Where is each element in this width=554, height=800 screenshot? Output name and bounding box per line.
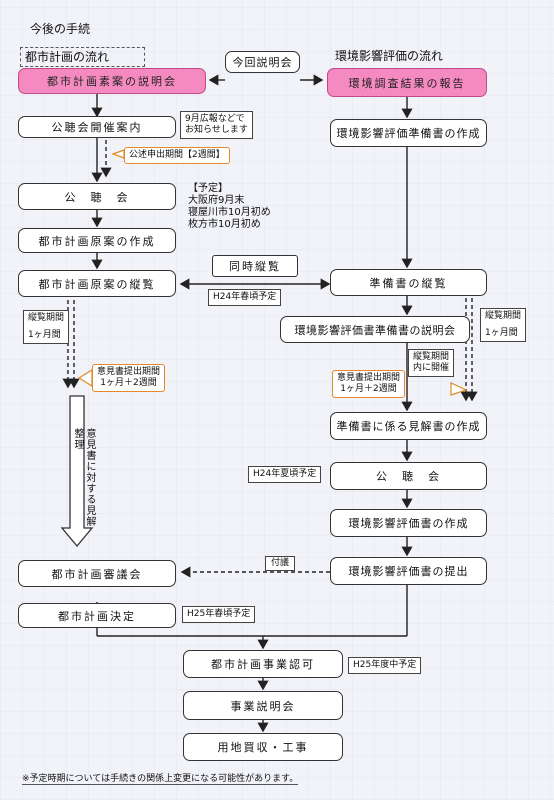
note-september: 9月広報などでお知らせします (180, 111, 253, 139)
left-box-draft-briefing: 都市計画素案の説明会 (18, 68, 206, 94)
right-box-opinion-creation: 準備書に係る見解書の作成 (330, 412, 487, 440)
right-flow-header: 環境影響評価の流れ (335, 49, 444, 63)
left-box-hearing-notice: 公聴会開催案内 (18, 116, 176, 138)
right-box-assessment-creation: 環境影響評価書の作成 (330, 509, 487, 537)
note-h25-midyear: H25年度中予定 (348, 657, 422, 674)
note-right-inner: 縦覧期間内に開催 (408, 349, 455, 377)
left-box-planning-council: 都市計画審議会 (18, 560, 176, 587)
left-vertical-opinion-label: 意見書に対する見解整理 (72, 428, 95, 527)
current-meeting-label: 今回説明会 (225, 51, 300, 73)
right-box-prep-doc-inspection: 準備書の縦覧 (330, 269, 487, 296)
right-box-assessment-submit: 環境影響評価書の提出 (330, 557, 487, 585)
left-box-plan-draft-creation: 都市計画原案の作成 (18, 228, 176, 253)
box-land-acquisition: 用地買収・工事 (183, 733, 343, 761)
left-box-plan-decision: 都市計画決定 (18, 603, 176, 628)
note-attach: 付議 (265, 556, 296, 571)
callout-application-period: 公述申出期間【2週間】 (124, 147, 230, 164)
right-box-prep-doc-briefing: 環境影響評価書準備書の説明会 (280, 316, 470, 343)
page-title: 今後の手続 (30, 22, 91, 36)
right-box-prep-doc-creation: 環境影響評価準備書の作成 (330, 119, 487, 147)
left-flow-header: 都市計画の流れ (20, 47, 145, 67)
box-project-approval: 都市計画事業認可 (183, 650, 343, 678)
note-h24-summer: H24年夏頃予定 (248, 466, 322, 483)
left-box-plan-draft-inspection: 都市計画原案の縦覧 (18, 270, 176, 297)
left-box-public-hearing: 公 聴 会 (18, 183, 176, 210)
note-h24-spring: H24年春頃予定 (208, 289, 282, 306)
box-project-briefing: 事業説明会 (183, 691, 343, 720)
footer-note: ※予定時期については手続きの関係上変更になる可能性があります。 (22, 771, 299, 785)
note-schedule: 【予定】大阪府9月末 寝屋川市10月初め枚方市10月初め (188, 183, 271, 230)
note-simultaneous-inspection: 同時縦覧 (212, 255, 298, 277)
right-box-env-survey-report: 環境調査結果の報告 (327, 68, 487, 97)
right-box-public-hearing: 公 聴 会 (330, 462, 487, 490)
note-h25-spring: H25年春頃予定 (182, 606, 256, 623)
